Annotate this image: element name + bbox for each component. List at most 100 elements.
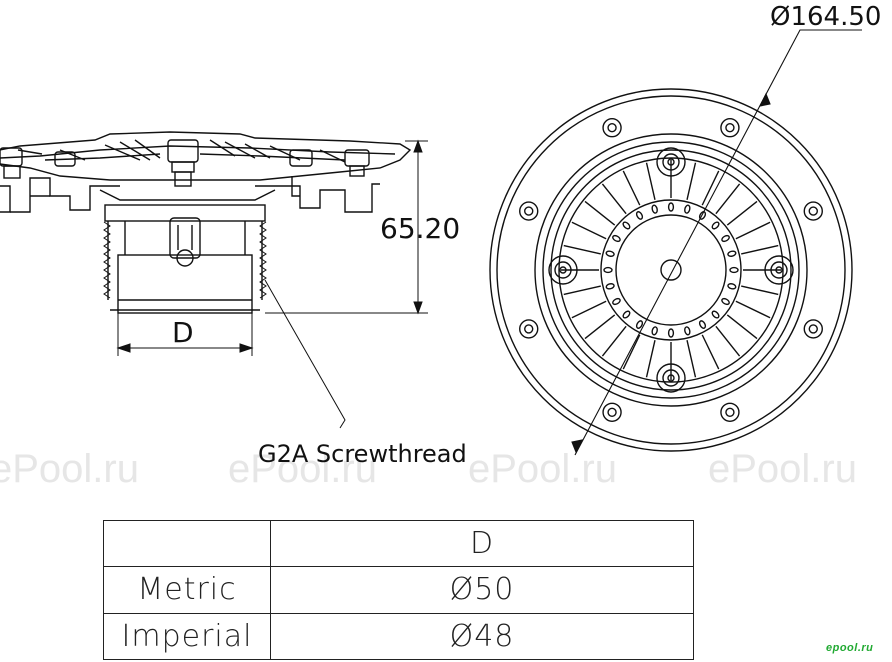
grate-spoke (601, 325, 627, 357)
grate-spoke (715, 325, 741, 357)
table-header-row: D (103, 519, 694, 568)
drain-slot (635, 320, 644, 329)
bolt-hole (803, 319, 823, 339)
grate-spoke (601, 183, 627, 215)
grate-spoke (622, 170, 641, 206)
brand-logo: epool.ru (826, 642, 874, 654)
drain-slot (605, 283, 615, 290)
drain-slot (651, 326, 658, 336)
bolt-hole-inner (524, 324, 534, 334)
drain-slot (612, 297, 621, 306)
bolt-hole-inner (607, 123, 617, 133)
drain-slot (622, 310, 631, 319)
side-view-dimensions (116, 139, 428, 429)
drain-slot (684, 204, 691, 214)
grate-spoke (735, 221, 771, 240)
watermark-2: ePool.ru (228, 447, 377, 491)
thread-label: G2A Screwthread (258, 440, 467, 468)
side-view (0, 131, 412, 314)
height-dimension-label: 65.20 (380, 212, 460, 245)
drain-slot (622, 221, 631, 230)
grate-spoke (584, 200, 616, 226)
screw-center (559, 266, 567, 274)
screw-boss (656, 147, 686, 177)
bolt-hole-inner (808, 324, 818, 334)
drain-slot (684, 326, 691, 336)
drain-slot (635, 211, 644, 220)
grate-spoke (701, 334, 720, 370)
grate-spoke (726, 200, 758, 226)
table-row-label: Metric (103, 566, 271, 614)
screw-center (775, 266, 783, 274)
spec-table: D Metric Ø50 Imperial Ø48 (103, 519, 694, 661)
diameter-label: Ø164.50 (770, 2, 881, 32)
drain-slot (698, 320, 707, 329)
bolt-hole (519, 201, 539, 221)
drain-slot (711, 221, 720, 230)
top-view (489, 88, 853, 452)
table-row: Metric Ø50 (103, 566, 694, 614)
table-row-label: Imperial (103, 612, 271, 661)
drain-slot (727, 283, 737, 290)
watermark-4: ePool.ru (708, 447, 857, 491)
table-row-value: Ø50 (270, 566, 694, 614)
drain-slot (667, 202, 675, 212)
drain-slot (667, 328, 675, 338)
screw-boss (656, 363, 686, 393)
bolt-hole-inner (524, 206, 534, 216)
grate-spoke (686, 162, 697, 200)
grate-spoke (584, 314, 616, 340)
bolt-hole (803, 201, 823, 221)
screw-boss (548, 255, 578, 285)
bolt-hole-inner (808, 206, 818, 216)
bolt-hole-inner (725, 407, 735, 417)
drain-slot (603, 266, 613, 274)
drain-slot (721, 234, 730, 243)
bolt-hole (519, 319, 539, 339)
d-dimension-label: D (172, 316, 194, 349)
bolt-hole (720, 402, 740, 422)
table-header-cell: D (270, 519, 694, 568)
bolt-hole (602, 402, 622, 422)
screw-center (667, 374, 675, 382)
screw-boss (764, 255, 794, 285)
diameter-leader (571, 29, 862, 456)
screw-center (667, 158, 675, 166)
grate-spoke (726, 314, 758, 340)
grate-spoke (741, 244, 779, 255)
bolt-hole-inner (607, 407, 617, 417)
grate-spoke (645, 162, 656, 200)
table-row: Imperial Ø48 (103, 612, 694, 661)
grate-spoke (686, 340, 697, 378)
watermarks: ePool.ru ePool.ru ePool.ru ePool.ru (0, 447, 857, 491)
drain-slot (729, 266, 739, 274)
grate-spoke (571, 221, 607, 240)
drain-slot (711, 310, 720, 319)
grate-spoke (622, 334, 641, 370)
grate-spoke (715, 183, 741, 215)
grate-spoke (563, 285, 601, 296)
screw-head (662, 153, 680, 171)
watermark-3: ePool.ru (468, 447, 617, 491)
grate-spoke (735, 300, 771, 319)
drain-slot (727, 250, 737, 257)
drain-slot (605, 250, 615, 257)
drain-slot (651, 204, 658, 214)
grate-spoke (741, 285, 779, 296)
table-header-cell (103, 519, 271, 568)
bolt-hole (602, 118, 622, 138)
bolt-hole (720, 118, 740, 138)
table-row-value: Ø48 (270, 612, 694, 661)
screw-head (770, 261, 788, 279)
grate-spoke (645, 340, 656, 378)
drain-slot (721, 297, 730, 306)
grate-spoke (701, 170, 720, 206)
bolt-hole-inner (725, 123, 735, 133)
grate-spoke (571, 300, 607, 319)
drain-slot (612, 234, 621, 243)
screw-head (554, 261, 572, 279)
grate-spoke (563, 244, 601, 255)
screw-head (662, 369, 680, 387)
watermark-1: ePool.ru (0, 447, 139, 491)
